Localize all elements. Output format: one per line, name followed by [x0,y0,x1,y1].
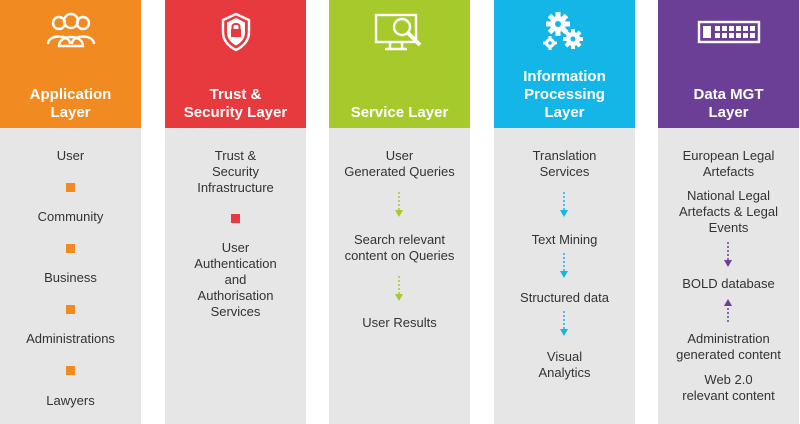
service-layer-body: User Generated Queries Search relevant c… [329,128,470,424]
trust-security-layer-title: Trust & Security Layer [183,86,288,121]
list-item: Business [44,270,97,285]
gears-icon [494,10,635,54]
list-item: Community [37,209,104,224]
users-icon [0,10,141,54]
list-item: European Legal Artefacts [682,148,775,179]
trust-security-layer-column: Trust & Security Layer Trust & Security … [165,0,306,424]
trust-security-layer-body: Trust & Security Infrastructure User Aut… [165,128,306,424]
down-arrow-icon [559,253,569,279]
list-item: BOLD database [682,276,775,291]
data-mgt-layer-body: European Legal Artefacts National Legal … [658,128,799,424]
list-item: User Authentication and Authorisation Se… [194,240,277,319]
data-mgt-layer-column: Data MGT Layer European Legal Artefacts … [658,0,799,424]
bullet-square-icon [66,305,75,314]
application-layer-body: User Community Business Administrations … [0,128,141,424]
down-arrow-icon [394,192,404,218]
bullet-square-icon [231,214,240,223]
list-item: Lawyers [46,393,95,408]
up-arrow-icon [723,298,733,324]
list-item: Trust & Security Infrastructure [197,148,274,195]
service-layer-header: Service Layer [329,0,470,128]
information-processing-layer-header: Information Processing Layer [494,0,635,128]
list-item: Administration generated content [676,331,781,362]
down-arrow-icon [559,192,569,218]
trust-security-layer-header: Trust & Security Layer [165,0,306,128]
monitor-search-icon [329,10,470,54]
application-layer-header: Application Layer [0,0,141,128]
data-mgt-layer-title: Data MGT Layer [693,86,764,121]
server-icon [658,10,799,54]
down-arrow-icon [723,242,733,268]
service-layer-title: Service Layer [350,104,449,121]
bullet-square-icon [66,183,75,192]
list-item: User Generated Queries [344,148,455,179]
list-item: Text Mining [531,232,598,247]
list-item: Web 2.0 relevant content [682,372,775,403]
list-item: User Results [362,315,437,330]
shield-lock-icon [165,10,306,54]
service-layer-column: Service Layer User Generated Queries Sea… [329,0,470,424]
down-arrow-icon [394,276,404,302]
bullet-square-icon [66,244,75,253]
list-item: Translation Services [532,148,597,179]
list-item: National Legal Artefacts & Legal Events [679,188,778,235]
list-item: Administrations [26,331,115,346]
list-item: Structured data [520,290,609,305]
bullet-square-icon [66,366,75,375]
information-processing-layer-body: Translation Services Text Mining Structu… [494,128,635,424]
list-item: Visual Analytics [538,349,591,380]
list-item: Search relevant content on Queries [344,232,455,263]
application-layer-column: Application Layer User Community Busines… [0,0,141,424]
down-arrow-icon [559,311,569,337]
list-item: User [56,148,85,163]
information-processing-layer-column: Information Processing Layer Translation… [494,0,635,424]
data-mgt-layer-header: Data MGT Layer [658,0,799,128]
information-processing-layer-title: Information Processing Layer [523,68,606,121]
application-layer-title: Application Layer [29,86,112,121]
